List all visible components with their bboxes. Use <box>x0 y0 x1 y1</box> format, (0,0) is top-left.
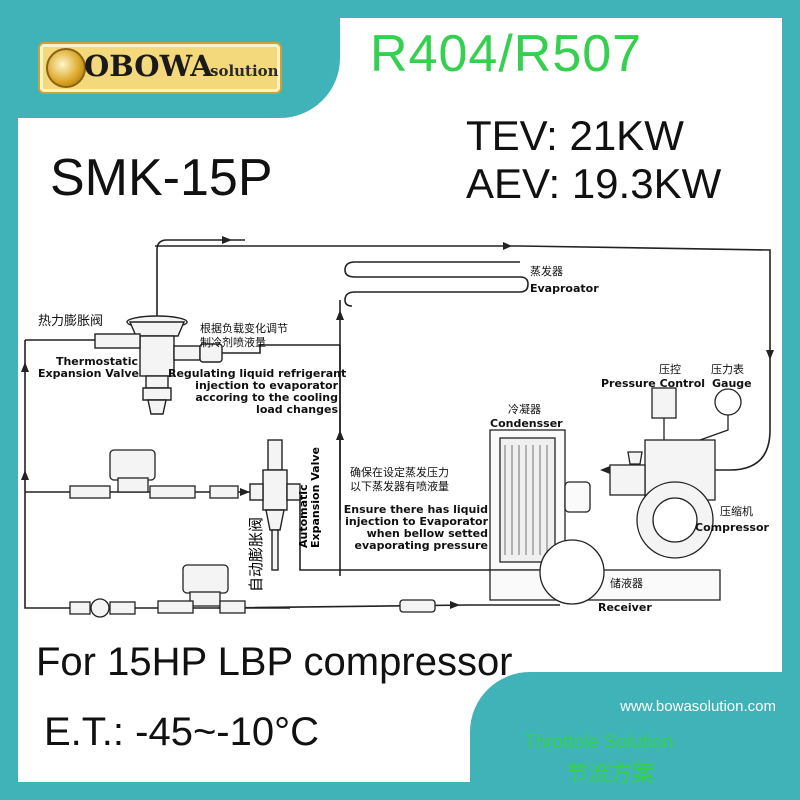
ensure-note-en: Ensure there has liquid injection to Eva… <box>343 503 488 552</box>
evaporator-label-cn: 蒸发器 <box>530 265 563 278</box>
evaporator-label-en: Evaproator <box>530 282 599 295</box>
logo-emblem-icon <box>46 48 86 88</box>
logo-sub-text: solution <box>210 62 279 80</box>
ensure-note-cn: 确保在设定蒸发压力 以下蒸发器有喷液量 <box>350 466 449 493</box>
aev-label-en: Automatic Expansion Valve <box>297 446 322 548</box>
receiver-label-en: Receiver <box>598 601 652 614</box>
bowa-logo: OBOWA solution <box>38 42 282 94</box>
tev-label-en: Thermostatic Expansion Valve <box>38 355 140 380</box>
receiver-label-cn: 储液器 <box>610 577 643 590</box>
website-url: www.bowasolution.com <box>620 698 776 715</box>
compressor-label-en: Compressor <box>695 521 769 534</box>
solution-title-en: Throttole Solution <box>524 732 673 753</box>
application-text: For 15HP LBP compressor <box>36 640 513 684</box>
evaporating-temperature: E.T.: -45~-10°C <box>44 710 319 754</box>
refrigerant-type: R404/R507 <box>370 25 643 83</box>
pressure-control-label-cn: 压控 <box>659 363 681 376</box>
pressure-control-label-en: Pressure Control <box>601 377 706 390</box>
footer-tab <box>470 672 782 782</box>
aev-capacity: AEV: 19.3KW <box>466 160 722 207</box>
model-number: SMK-15P <box>50 149 273 207</box>
regulating-note-cn: 根据负载变化调节 制冷剂喷液量 <box>200 322 288 349</box>
regulating-note-en: Regulating liquid refrigerant injection … <box>168 367 347 416</box>
compressor-label-cn: 压缩机 <box>720 505 753 518</box>
condenser-label-cn: 冷凝器 <box>508 403 541 416</box>
logo-main-text: OBOWA <box>84 49 213 83</box>
gauge-label-en: Gauge <box>712 377 752 390</box>
aev-label-cn: 自动膨胀阀 <box>247 516 265 592</box>
gauge-label-cn: 压力表 <box>711 363 744 376</box>
tev-capacity: TEV: 21KW <box>466 112 684 159</box>
condenser-label-en: Condensser <box>490 417 563 430</box>
tev-label-cn: 热力膨胀阀 <box>38 314 104 329</box>
solution-title-cn: 节流方案 <box>566 762 655 787</box>
